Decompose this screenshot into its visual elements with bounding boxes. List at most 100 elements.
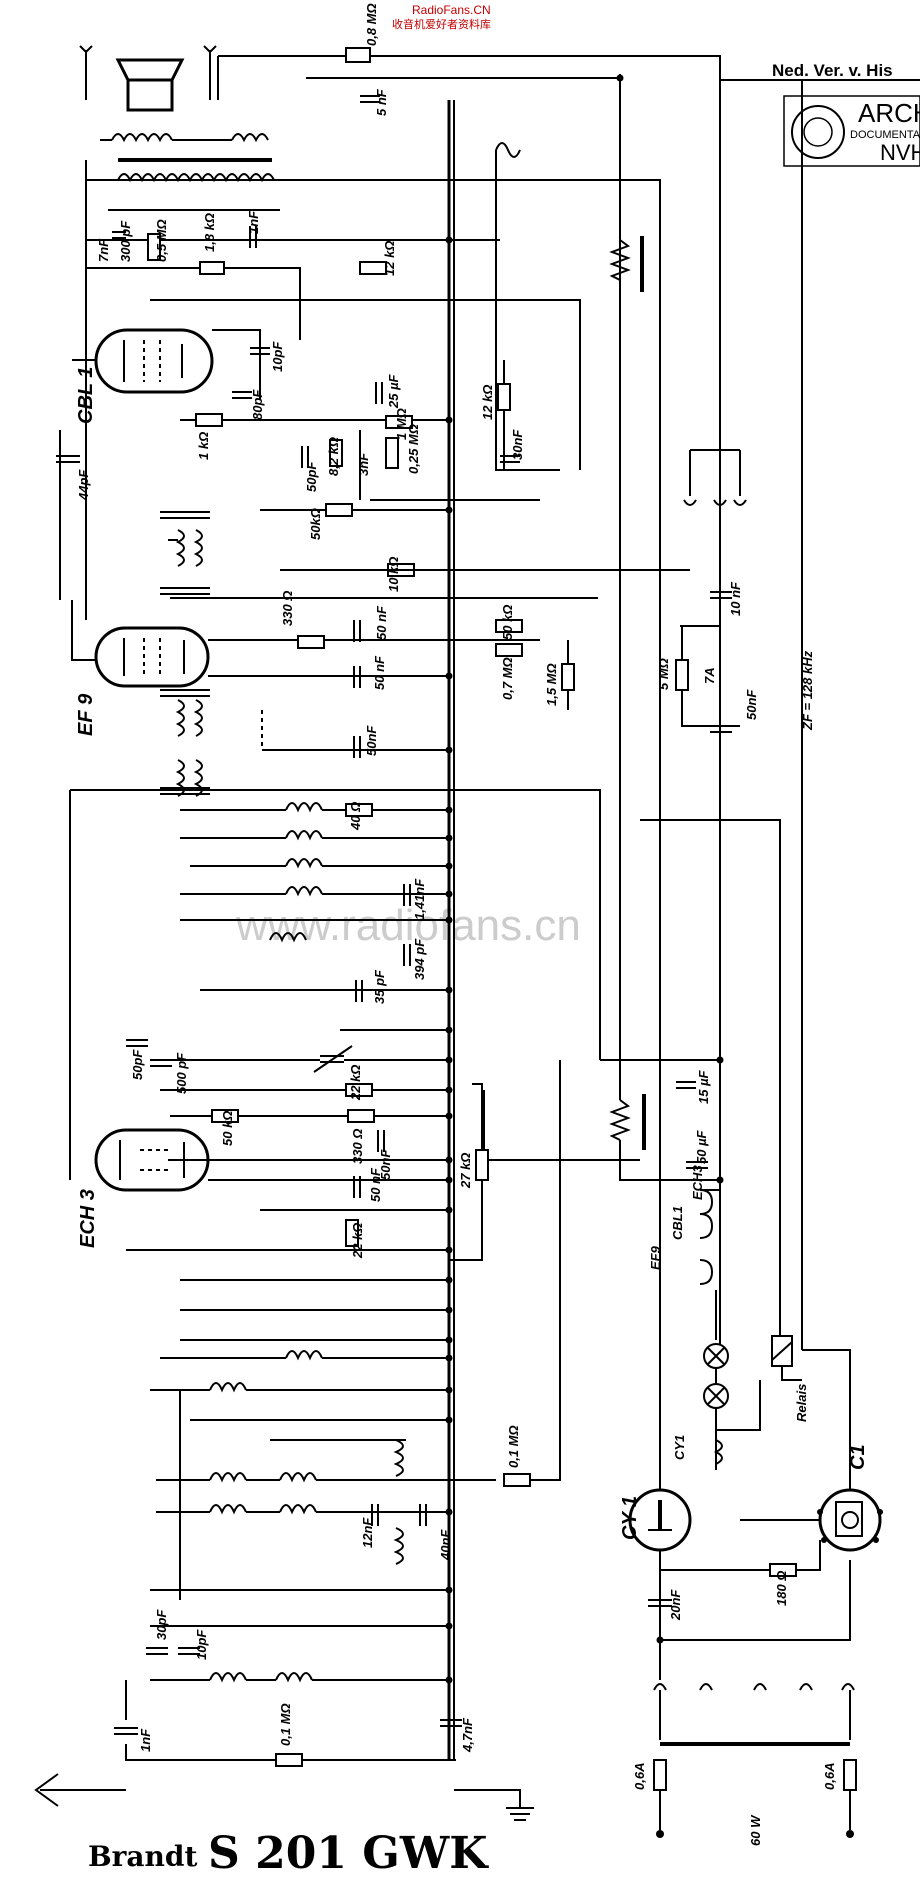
label-relais: Relais [794,1384,809,1422]
antenna-coil-mw [275,1672,313,1683]
label-fuse-a: 0,6A [632,1763,647,1790]
pot-1M [385,415,413,429]
label-c-50pF-mid: 50pF [304,461,319,492]
relay-icon [771,1335,802,1381]
label-c-44pF: 44pF [76,469,91,501]
label-c-50nF-f: 50nF [744,689,759,720]
label-c-50nF-a: 50 nF [374,605,389,640]
archive-note: Ned. Ver. v. His [772,61,893,80]
ground-icon [454,1789,534,1821]
label-c-1nF-b: 1nF [138,1728,153,1752]
resistor-330-b [347,1109,375,1123]
label-zf: ZF = 128 kHz [800,650,815,731]
resistor-1-8k [199,261,225,275]
label-c-7nF: 7nF [96,238,111,262]
label-top-resistor: 0,8 MΩ [364,3,379,46]
label-r-22k-a: 22 kΩ [348,1065,363,1101]
label-r-15M: 1,5 MΩ [544,663,559,706]
label-r-50k-b: 50 kΩ [500,605,515,640]
label-c-50nF-e: 50 nF [368,1167,383,1202]
label-c-30nF: 30nF [510,429,525,460]
label-r-18k: 1,8 kΩ [202,213,217,252]
title-brand: Brandt [88,1840,197,1873]
osc-coil-1 [285,1350,323,1361]
filter-coil [495,142,521,158]
top-wire [218,55,920,81]
coil-bank [269,802,323,943]
label-top-cap: 5 nF [374,88,389,116]
resistor-40 [345,803,373,817]
resistor-27k [475,1149,489,1181]
tube-ef9 [94,626,210,688]
resistor-5M [675,659,689,691]
osc-coil-2 [209,1382,247,1393]
label-c-141nF: 1,41nF [412,878,427,920]
resistor-8-2k [329,439,343,467]
label-c-80pF: 80pF [250,389,265,420]
fuse-a [653,1759,667,1791]
label-c-50nF-c: 50nF [364,725,379,756]
resistor-50k-b [495,619,523,633]
resistor-50k-ech [211,1109,239,1123]
label-c-500pF: 500 pF [174,1052,189,1094]
label-r-22k-b: 22 kΩ [350,1223,365,1259]
speaker-icon [79,45,217,112]
site-name: RadioFans.CN [412,3,491,17]
tube-c1 [817,1488,883,1552]
label-r-10k: 10 kΩ [386,557,401,592]
resistor-22k-b [345,1219,359,1247]
mains-connectors [653,1683,855,1691]
resistor-330 [297,635,325,649]
label-pot-025: 0,25 MΩ [406,424,421,474]
switch-contacts [683,499,747,506]
tube-cbl1 [72,328,214,394]
resistor-1k [195,413,223,427]
resistor-1-5M [561,663,575,691]
mains-terminal-a [656,1830,664,1838]
pot-0-25M [385,437,399,469]
label-c-1nF-top: 1nF [246,210,261,234]
junction-dots [445,74,724,1684]
label-r-82k: 8,2 kΩ [326,437,341,476]
if-transformer-1 [160,511,210,595]
label-heater-cy1: CY1 [672,1435,687,1460]
tube-label-ech3: ECH 3 [77,1189,99,1248]
stamp-line1: ARCH [858,98,920,128]
heater-cy1-coil [713,1439,723,1465]
mains-terminal-b [846,1830,854,1838]
tube-label-cbl1: CBL 1 [75,367,97,424]
stamp-line2: DOCUMENTAT [850,129,920,141]
stamp-line3: NVH [880,140,920,165]
antenna-coils [209,1439,404,1565]
label-heater-ech3: ECH3 [690,1165,705,1200]
label-c-47nF: 4,7nF [460,1717,475,1753]
label-pot-05: 0,5 MΩ [154,219,169,262]
resistor-12k [497,383,511,411]
label-r-27k: 27 kΩ [458,1153,473,1189]
label-c-40nF: 40nF [438,1529,453,1561]
label-c-20nF: 20nF [668,1589,683,1621]
label-c-3nF: 3nF [356,452,371,476]
label-c-25uF: 25 µF [386,373,401,409]
resistor-0-7M [495,643,523,657]
dial-lamp-icon [703,1343,729,1409]
pot-0-5M [147,233,161,261]
label-c-15uF: 15 µF [696,1069,711,1104]
resistor-0-8M [345,47,371,63]
resistor-0-1M-a [503,1473,531,1487]
title-model: S 201 GWK [208,1828,489,1879]
tube-label-c1: C1 [847,1444,869,1470]
heater-chain [699,1180,721,1340]
label-r-50k-mid: 50kΩ [308,508,323,540]
label-r-07M: 0,7 MΩ [500,657,515,700]
label-c-12nF: 12nF [360,1517,375,1548]
label-c-50nF-d: 50nF [378,1149,393,1180]
label-fuse-b: 0,6A [822,1763,837,1790]
resistor-180 [769,1563,797,1577]
label-c-30pF: 30pF [154,1609,169,1640]
resistor-12k-top [359,261,387,275]
tube-label-ef9: EF 9 [75,693,97,736]
label-r-180: 180 Ω [774,1571,789,1606]
label-c-50uF: 50 µF [694,1129,709,1164]
